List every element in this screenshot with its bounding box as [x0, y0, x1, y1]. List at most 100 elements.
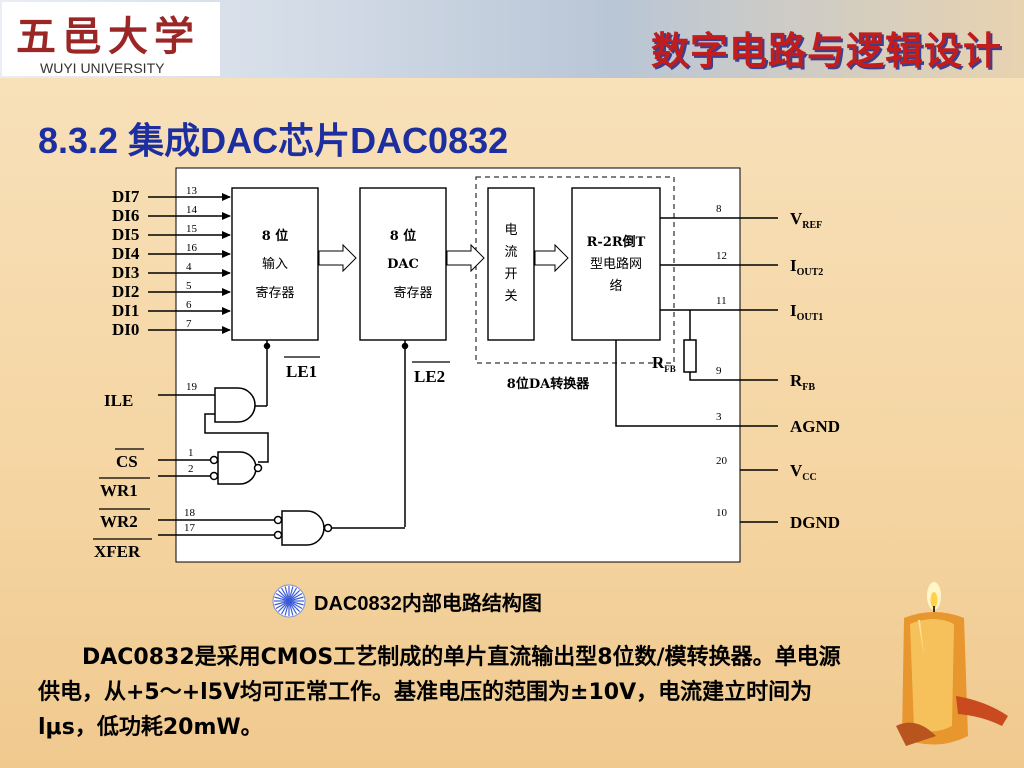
input-pin: 14 [186, 204, 198, 216]
input-pin: 6 [186, 299, 192, 311]
le1-label: LE1 [286, 362, 317, 381]
burst-icon [272, 584, 306, 618]
and-gate-ile [214, 387, 256, 423]
wr2-bubble [273, 515, 283, 525]
input-pin: 5 [186, 280, 192, 292]
and-gate-cs [217, 451, 257, 485]
input-label: DI1 [112, 301, 139, 320]
gate3-output-bubble [323, 523, 333, 533]
xfer-label: XFER [94, 542, 141, 561]
dac-register-line-1: 8 位 [390, 228, 417, 244]
bus-arrow-1 [318, 243, 357, 273]
input-arrow [222, 193, 231, 201]
switch-line-2: 流 [504, 245, 517, 260]
input-label: DI6 [112, 206, 139, 225]
input-arrow [222, 307, 231, 315]
cs-bubble [209, 455, 219, 465]
input-pin: 16 [186, 242, 198, 254]
output-wires [615, 217, 778, 523]
input-pin: 7 [186, 318, 192, 330]
dac-register [359, 187, 447, 341]
input-register-line-2: 输入 [262, 256, 288, 272]
university-logo: 五邑大学 WUYI UNIVERSITY [2, 2, 220, 76]
figure-caption: DAC0832内部电路结构图 [272, 584, 542, 618]
r2r-line-1: R-2R倒T [587, 234, 646, 250]
r2r-line-3: 络 [609, 278, 622, 294]
wire-agnd [615, 340, 778, 427]
wr2-pin: 18 [184, 507, 196, 519]
output-label: RFB [790, 371, 815, 393]
wr1-label: WR1 [100, 481, 138, 500]
input-register [231, 187, 319, 341]
converter-label: 8位DA转换器 [507, 376, 590, 392]
output-label: AGND [790, 417, 840, 436]
wr1-pin: 2 [188, 463, 194, 475]
ile-label: ILE [104, 391, 133, 410]
bus-arrow-2 [446, 243, 485, 273]
switch-line-3: 开 [504, 267, 517, 282]
output-label: VREF [790, 209, 822, 231]
converter-dashed-box [475, 176, 675, 364]
bus-arrows [318, 243, 569, 273]
input-label: DI3 [112, 263, 139, 282]
switch-line-1: 电 [504, 223, 517, 238]
input-arrow [222, 288, 231, 296]
input-arrow [222, 269, 231, 277]
and-gate-xfer [281, 510, 325, 546]
output-pin: 20 [716, 455, 728, 467]
input-pin: 15 [186, 223, 198, 235]
wr2-label: WR2 [100, 512, 138, 531]
output-label: VCC [790, 461, 817, 483]
output-label: DGND [790, 513, 840, 532]
xfer-pin: 17 [184, 522, 196, 534]
control-logic [158, 340, 409, 546]
input-arrow [222, 231, 231, 239]
caption-text: DAC0832内部电路结构图 [314, 592, 542, 615]
slide-header: 五邑大学 WUYI UNIVERSITY 数字电路与逻辑设计 [0, 0, 1024, 78]
input-label: DI7 [112, 187, 140, 206]
bus-arrow-3 [534, 243, 569, 273]
output-pin: 3 [716, 411, 722, 423]
r2r-network [571, 187, 661, 341]
output-pin: 11 [716, 295, 727, 307]
output-pin: 8 [716, 203, 722, 215]
candle-icon [896, 582, 1008, 746]
ile-pin: 19 [186, 381, 198, 393]
rfb-resistor [683, 339, 697, 373]
section-title: 8.3.2 集成DAC芯片DAC0832 [38, 120, 509, 161]
output-label: IOUT1 [790, 301, 823, 323]
input-register-line-3: 寄存器 [255, 285, 294, 301]
output-pin: 12 [716, 250, 727, 262]
logo-chinese-name: 五邑大学 [16, 13, 200, 60]
cs-pin: 1 [188, 447, 194, 459]
xfer-bubble [273, 530, 283, 540]
input-pin: 4 [186, 261, 192, 273]
input-pin: 13 [186, 185, 198, 197]
input-label: DI0 [112, 320, 139, 339]
description-paragraph: DAC0832是采用CMOS工艺制成的单片直流输出型8位数/模转换器。单电源供电… [38, 645, 841, 740]
output-pin: 9 [716, 365, 722, 377]
input-arrow [222, 326, 231, 334]
output-label: IOUT2 [790, 256, 823, 278]
input-label: DI5 [112, 225, 139, 244]
input-label: DI2 [112, 282, 139, 301]
input-label: DI4 [112, 244, 140, 263]
r2r-line-2: 型电路网 [590, 256, 642, 272]
le2-bubble [401, 342, 409, 350]
output-pin: 10 [716, 507, 728, 519]
wr1-bubble [209, 471, 219, 481]
input-arrow [222, 212, 231, 220]
le1-bubble [263, 342, 271, 350]
current-switch [487, 187, 535, 341]
switch-line-4: 关 [504, 289, 517, 304]
logo-english-name: WUYI UNIVERSITY [40, 60, 165, 76]
le2-label: LE2 [414, 367, 445, 386]
input-arrow [222, 250, 231, 258]
course-title: 数字电路与逻辑设计 [650, 29, 1002, 73]
cs-label: CS [116, 452, 138, 471]
wire-rfb [689, 372, 778, 381]
dac-register-line-2: DAC [387, 257, 419, 272]
